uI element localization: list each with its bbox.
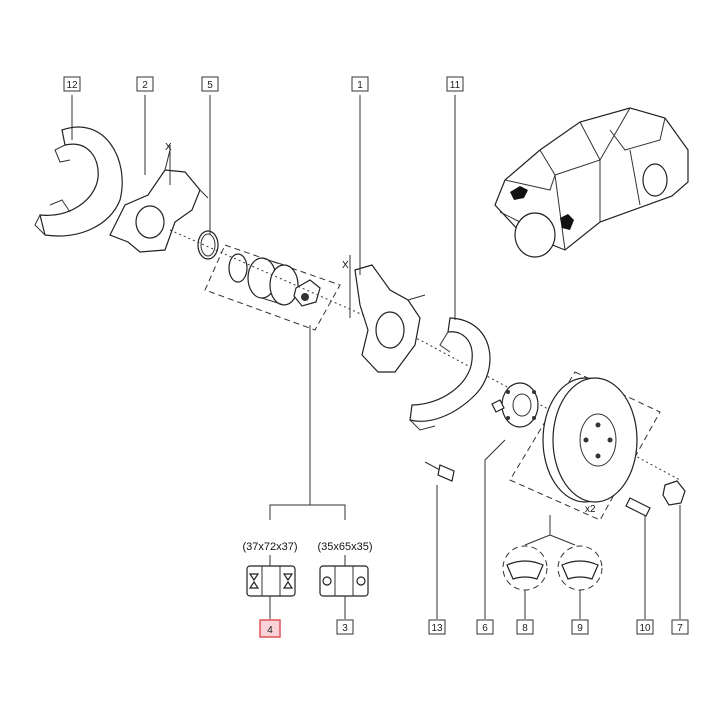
callout-7: 7 <box>671 619 689 635</box>
svg-text:6: 6 <box>482 623 488 634</box>
backing-plate-center <box>409 317 491 431</box>
svg-text:4: 4 <box>267 625 273 636</box>
svg-text:10: 10 <box>639 623 651 634</box>
callout-5: 5 <box>201 76 219 92</box>
bearing-a-dimensions: (37x72x37) <box>242 541 297 553</box>
bearing-b-dimensions: (35x65x35) <box>317 541 372 553</box>
callout-9: 9 <box>571 619 589 635</box>
bearing-section-b <box>319 565 369 597</box>
callout-3: 3 <box>336 619 354 635</box>
car-illustration <box>494 107 689 258</box>
screw-10 <box>625 497 651 517</box>
clip-8 <box>502 545 548 591</box>
callout-11: 11 <box>446 76 464 92</box>
svg-text:9: 9 <box>577 623 583 634</box>
steering-knuckle-center <box>349 255 426 373</box>
svg-text:2: 2 <box>142 80 148 91</box>
callout-10: 10 <box>636 619 654 635</box>
svg-text:3: 3 <box>342 623 348 634</box>
backing-plate-left <box>34 126 123 237</box>
svg-text:12: 12 <box>66 80 78 91</box>
axis-mark-mid: X <box>342 260 349 271</box>
bearing-section-a <box>246 565 296 597</box>
leader-lines <box>71 95 681 619</box>
nut-7 <box>662 480 686 506</box>
callout-4-highlighted: 4 <box>259 619 281 638</box>
svg-text:13: 13 <box>431 623 443 634</box>
callout-12: 12 <box>63 76 81 92</box>
svg-text:11: 11 <box>450 80 461 91</box>
callout-1: 1 <box>351 76 369 92</box>
callout-13: 13 <box>428 619 446 635</box>
callout-2: 2 <box>136 76 154 92</box>
snap-ring <box>197 230 219 260</box>
callout-6: 6 <box>476 619 494 635</box>
svg-text:8: 8 <box>522 623 528 634</box>
svg-text:7: 7 <box>677 623 683 634</box>
callout-8: 8 <box>516 619 534 635</box>
svg-text:5: 5 <box>207 80 213 91</box>
svg-text:1: 1 <box>357 80 363 91</box>
wheel-hub <box>491 382 539 428</box>
quantity-label: x2 <box>585 504 596 515</box>
bolt-13 <box>424 461 455 482</box>
brake-disc-group <box>509 371 661 521</box>
axis-mark-top: X <box>165 142 172 153</box>
clip-9 <box>557 545 603 591</box>
bearing-group <box>204 244 341 331</box>
steering-knuckle-left <box>109 145 209 253</box>
